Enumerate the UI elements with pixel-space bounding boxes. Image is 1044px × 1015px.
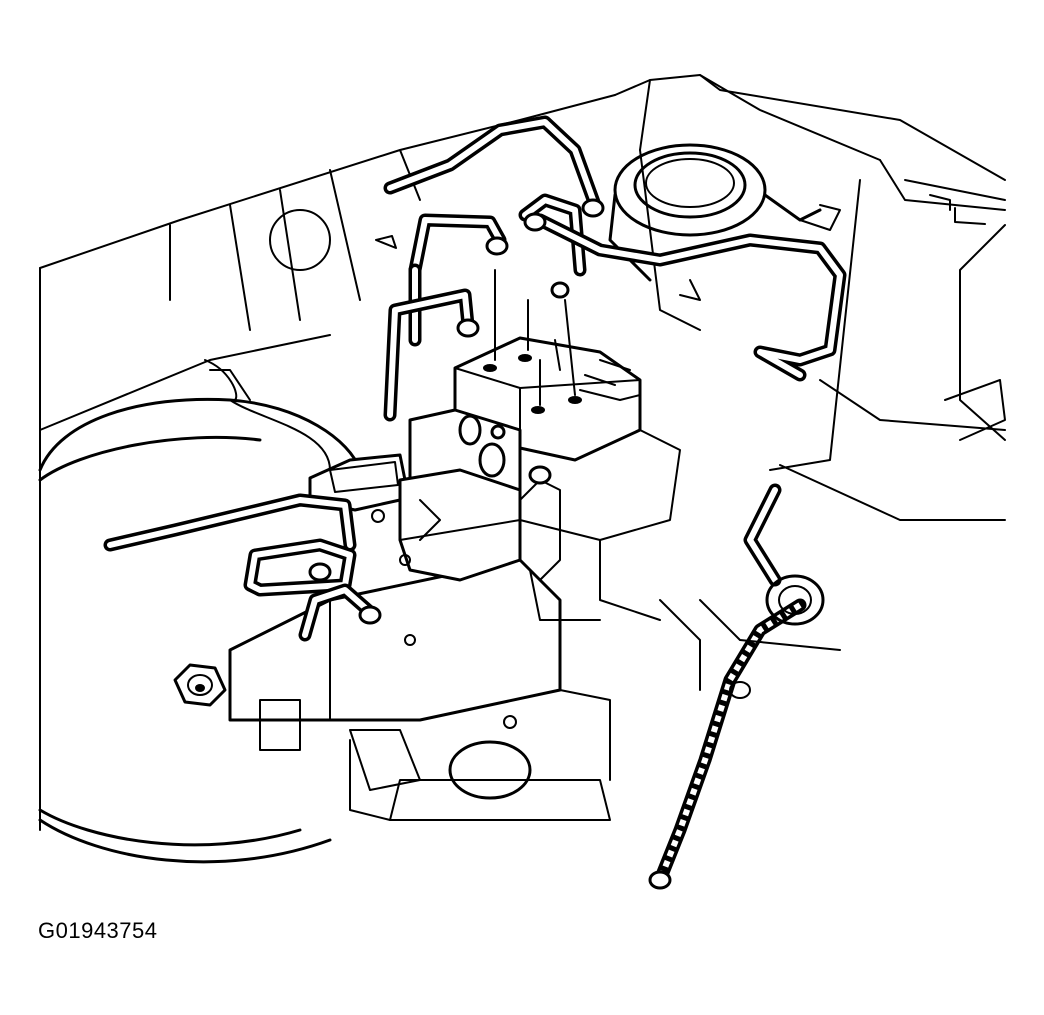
brake-booster — [38, 359, 362, 864]
wiring-harness — [648, 574, 841, 890]
ebcm-motor-housing — [308, 453, 601, 621]
reservoir-cap — [608, 143, 841, 282]
figure-id-label: G01943754 — [38, 918, 158, 943]
abs-hydraulic-modulator-illustration — [38, 74, 1006, 890]
brake-pipes — [103, 115, 847, 642]
pipe-fittings — [308, 198, 605, 625]
master-cylinder — [228, 558, 611, 821]
booster-mounting-nut — [173, 663, 227, 707]
body-panels — [39, 74, 1006, 521]
